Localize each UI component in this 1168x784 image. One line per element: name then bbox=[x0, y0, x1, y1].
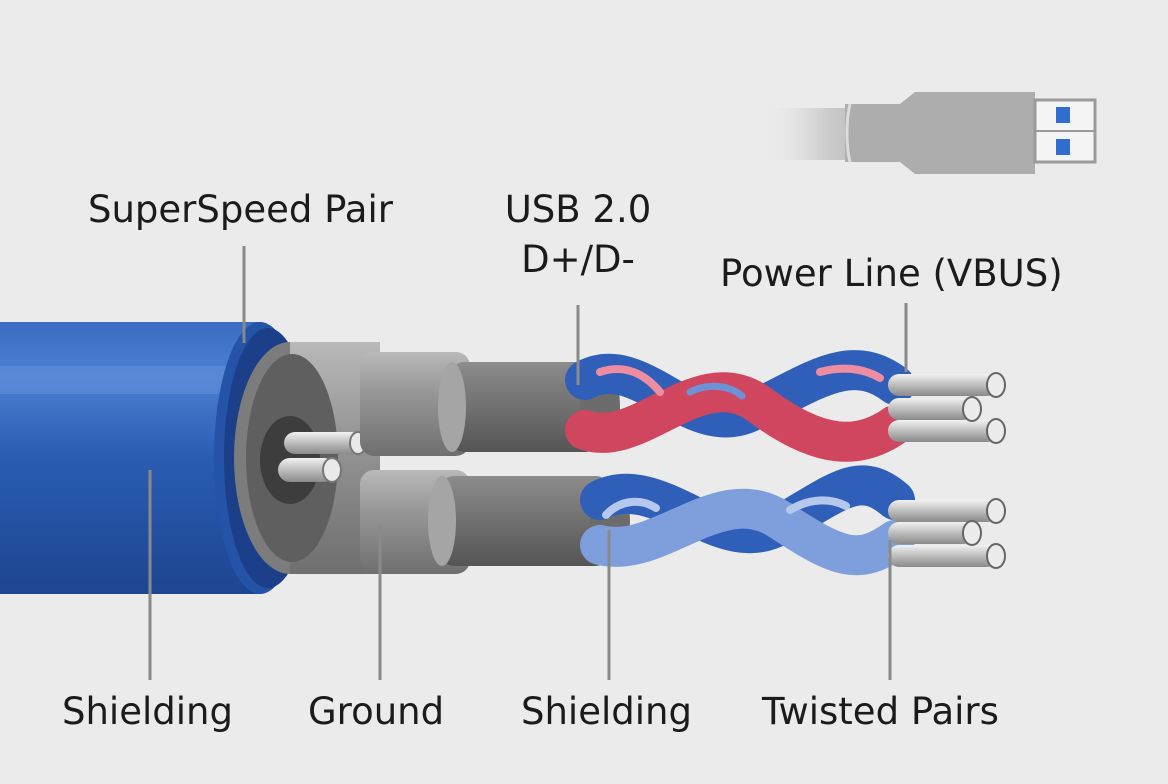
label-ground: Ground bbox=[308, 690, 445, 733]
upper-conductors bbox=[888, 372, 1006, 444]
usb-plug-icon bbox=[760, 92, 1097, 174]
label-usb2-line1: USB 2.0 bbox=[504, 188, 652, 231]
label-power-line: Power Line (VBUS) bbox=[720, 252, 1063, 295]
label-superspeed-pair: SuperSpeed Pair bbox=[88, 188, 393, 231]
label-twisted-pairs: Twisted Pairs bbox=[762, 690, 999, 733]
label-shielding-outer: Shielding bbox=[62, 690, 233, 733]
upper-twisted-pair bbox=[565, 350, 915, 462]
lower-conductors bbox=[888, 498, 1006, 569]
label-usb2-line2: D+/D- bbox=[521, 238, 635, 281]
lower-twisted-pair bbox=[580, 465, 915, 576]
leader-lines bbox=[148, 246, 908, 680]
label-shielding-inner: Shielding bbox=[521, 690, 692, 733]
